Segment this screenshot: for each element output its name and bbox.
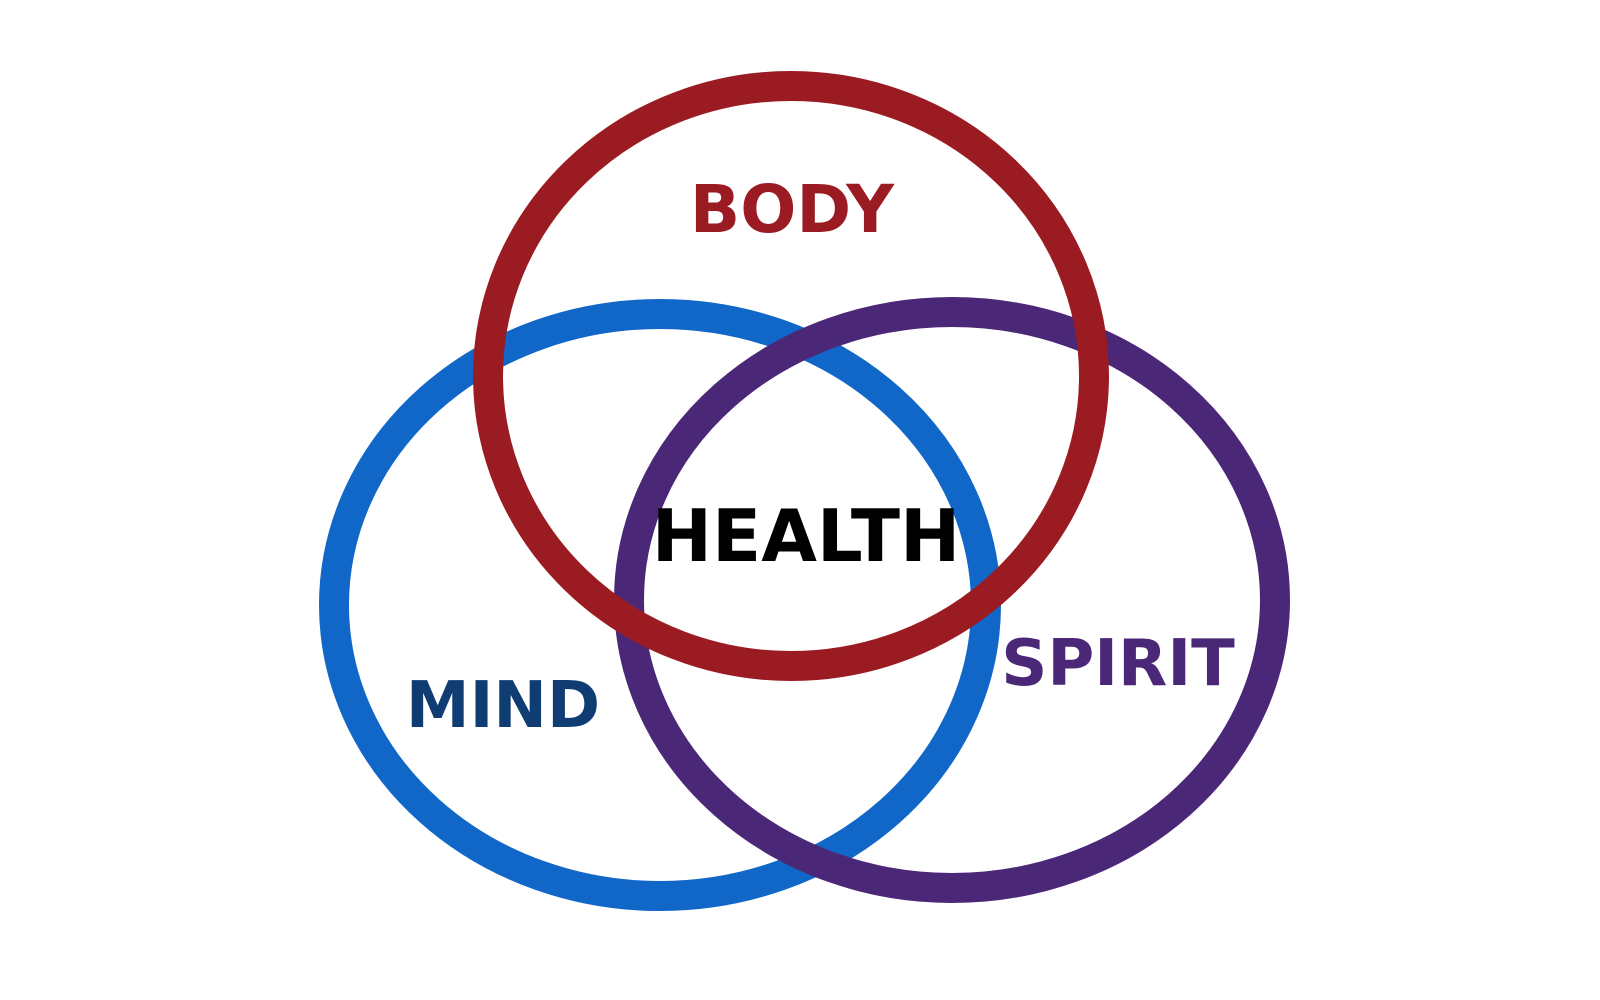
mind-circle — [319, 299, 1001, 911]
body-circle — [473, 71, 1109, 681]
health-label: HEALTH — [652, 494, 961, 578]
mind-label: MIND — [406, 669, 600, 743]
spirit-label: SPIRIT — [1001, 627, 1235, 701]
body-label: BODY — [690, 171, 895, 248]
spirit-circle — [614, 297, 1290, 903]
